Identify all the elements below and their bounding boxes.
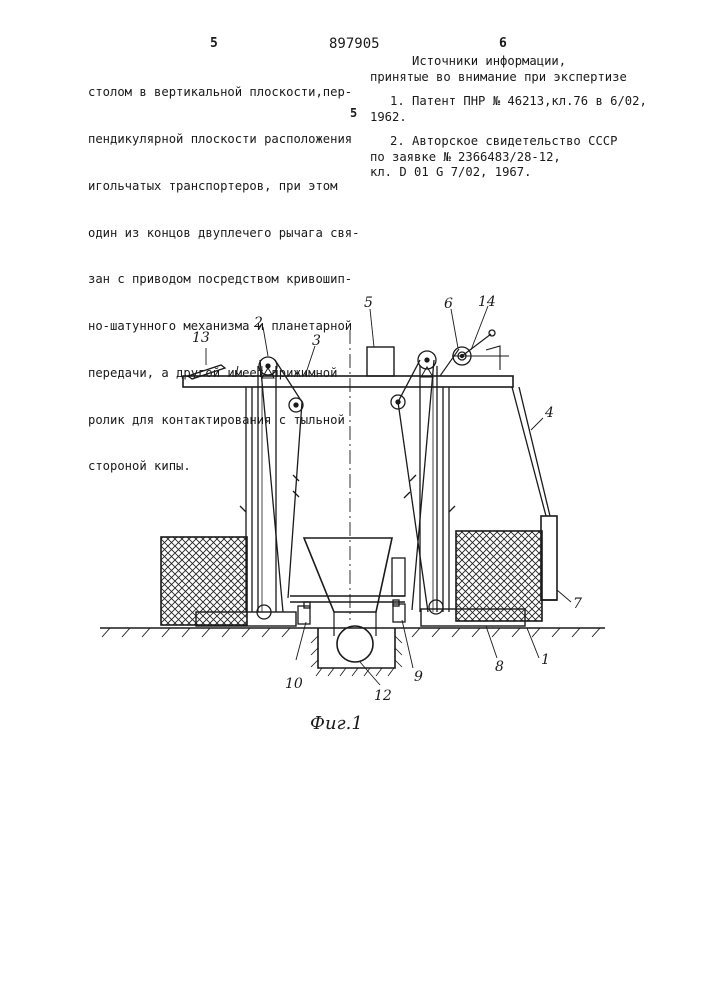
label-7: 7 — [573, 596, 582, 612]
label-8: 8 — [495, 659, 504, 675]
top-frame — [183, 376, 513, 387]
label-10: 10 — [285, 676, 303, 692]
label-4: 4 — [545, 405, 554, 421]
hopper — [304, 538, 392, 612]
label-1: 1 — [541, 652, 550, 668]
lever-13 — [188, 365, 225, 379]
label-13: 13 — [192, 330, 210, 346]
label-3: 3 — [312, 333, 321, 349]
roller-12 — [337, 626, 373, 662]
left-conveyor — [258, 366, 276, 612]
ground-hatching — [102, 628, 600, 637]
label-2: 2 — [254, 315, 263, 331]
right-post — [443, 387, 449, 612]
label-6: 6 — [444, 296, 453, 312]
presser-7 — [541, 516, 557, 600]
label-9: 9 — [414, 669, 423, 685]
label-14: 14 — [478, 294, 496, 310]
label-12: 12 — [374, 688, 392, 704]
label-5: 5 — [364, 295, 373, 311]
arm-4 — [512, 387, 546, 516]
box-5 — [367, 347, 394, 376]
figure-caption: Фиг.1 — [310, 713, 363, 734]
bale-right — [456, 531, 542, 621]
